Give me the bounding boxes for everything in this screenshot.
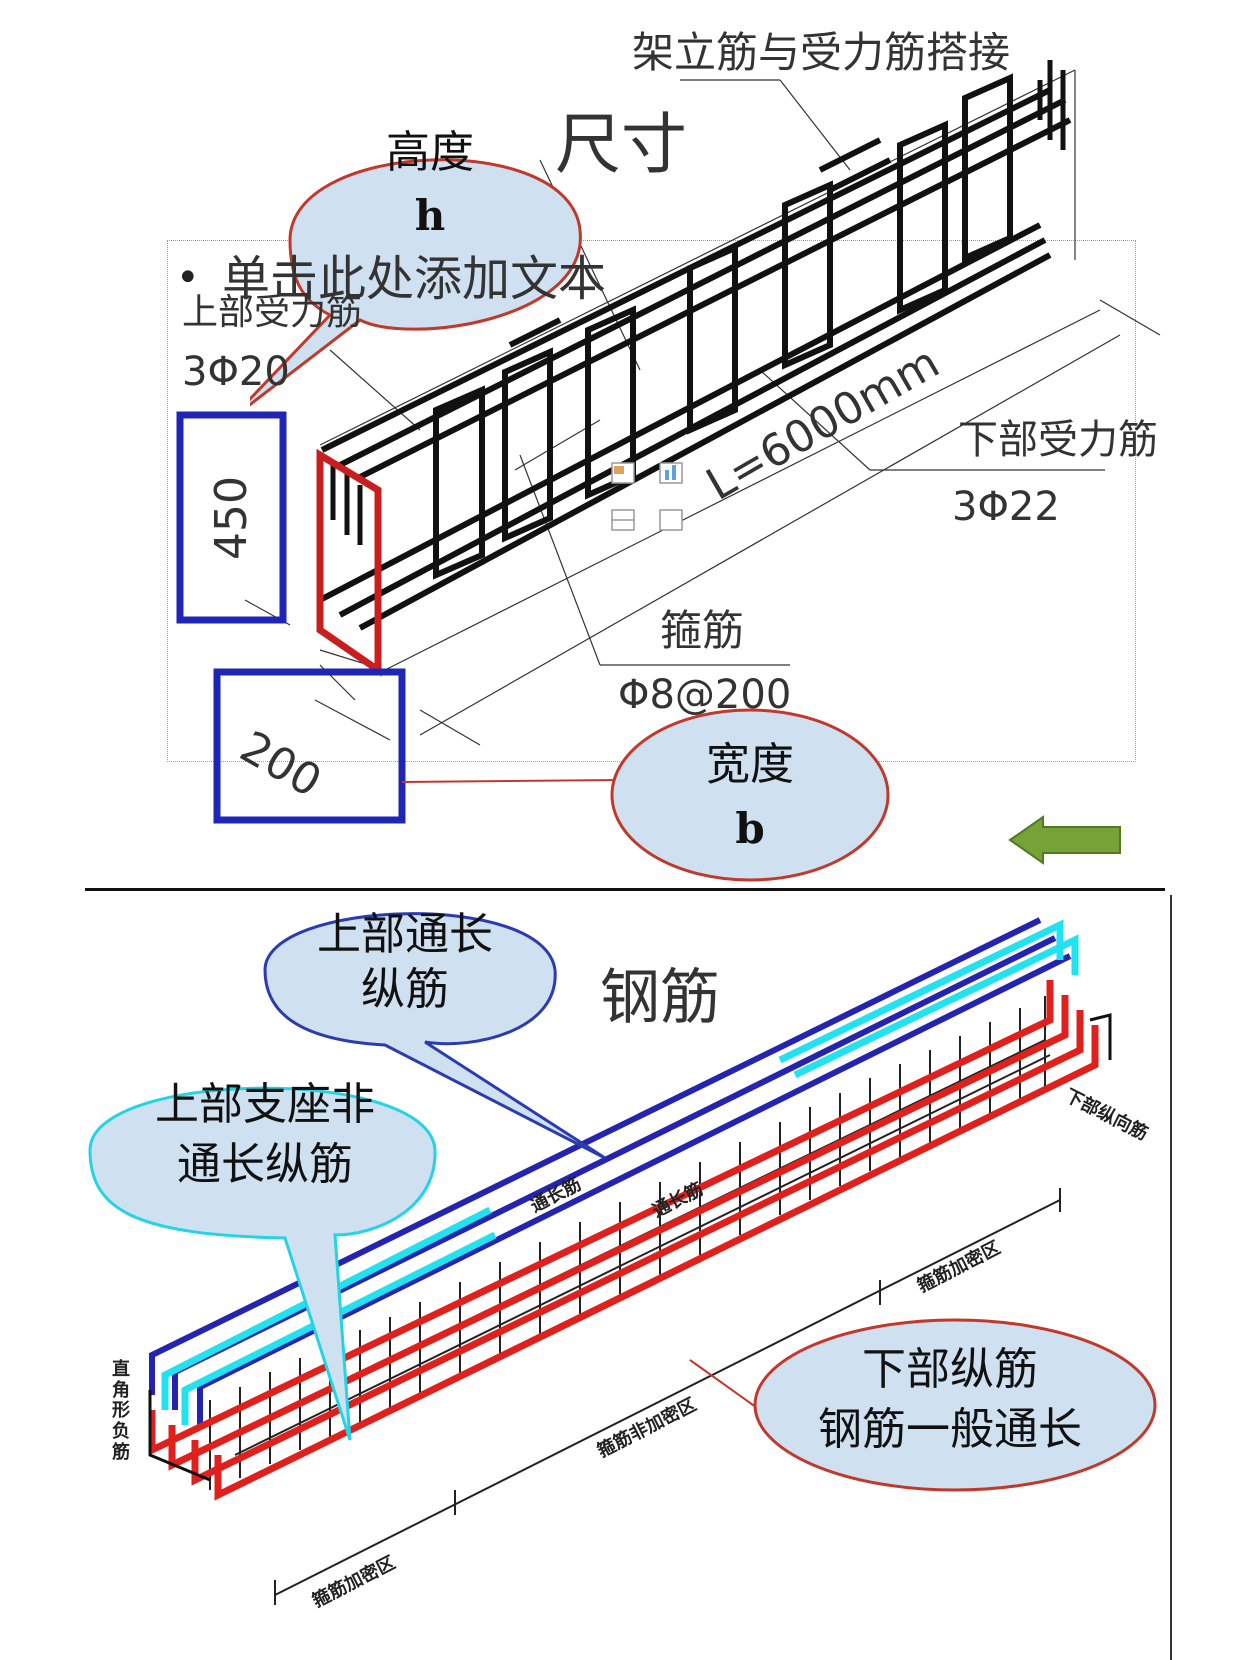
top-continuous-bubble-text2: 纵筋 (361, 964, 449, 1015)
stirrup-spec: Φ8@200 (618, 672, 792, 718)
bottom-rebar-spec: 3Φ22 (952, 484, 1060, 530)
slide-title[interactable]: 尺寸 (555, 106, 687, 183)
stirrup-label: 箍筋 (660, 606, 745, 655)
beam-rebar-cage-drawing (176, 60, 1161, 865)
figure-title: 钢筋 (600, 963, 720, 1033)
width-callout-bubble (610, 708, 890, 882)
right-edge-line (1170, 895, 1172, 1660)
top-continuous-bubble-text1: 上部通长 (317, 909, 493, 960)
bottom-bubble-text2: 钢筋一般通长 (818, 1404, 1082, 1455)
rebar-cage-3d-drawing (148, 917, 1112, 1605)
width-bubble-pointer (401, 779, 621, 783)
width-dimension-box (213, 668, 406, 824)
corner-bar-label: 直角形负筋 (112, 1359, 130, 1463)
height-dimension-value: 450 (206, 476, 257, 560)
height-callout-bubble (250, 158, 582, 407)
top-rebar-spec: 3Φ20 (182, 349, 290, 395)
section-divider (85, 888, 1165, 891)
slide-layout-icons (611, 462, 683, 531)
placeholder-text[interactable]: 单击此处添加文本 (222, 251, 607, 307)
support-bars (161, 919, 1079, 1425)
lap-label: 架立筋与受力筋搭接 (632, 28, 1011, 77)
bottom-bubble-pointer (689, 1359, 761, 1411)
bottom-callout-bubble (753, 1318, 1157, 1492)
bottom-rebar-label: 下部受力筋 (958, 417, 1158, 463)
support-bubble-text2: 通长纵筋 (177, 1139, 353, 1190)
bullet-marker: • (176, 255, 200, 301)
height-bubble-symbol: h (414, 191, 446, 240)
height-dimension-box (176, 411, 287, 624)
width-bubble-title: 宽度 (706, 739, 794, 790)
support-callout-bubble (88, 1086, 437, 1441)
bottom-bubble-text1: 下部纵筋 (862, 1344, 1038, 1395)
side-hooks (148, 1013, 1112, 1482)
top-continuous-callout-bubble (263, 912, 606, 1160)
height-bubble-title: 高度 (386, 127, 474, 178)
top-figure: 高度 h 宽度 b 尺寸 • 单击此处添加文本 架立筋与受力筋搭接 上部受力筋 … (167, 28, 1161, 882)
width-bubble-symbol: b (735, 804, 765, 853)
zone-dimension-line (274, 1188, 1061, 1605)
top-rebar-label: 上部受力筋 (182, 292, 363, 333)
left-arrow-icon (1008, 815, 1121, 865)
bottom-figure: 上部通长 纵筋 上部支座非 通长纵筋 下部纵筋 钢筋一般通长 钢筋 通长筋 通长… (0, 890, 1242, 1660)
support-bubble-text1: 上部支座非 (155, 1079, 375, 1130)
end-hooks (330, 60, 1066, 545)
bottom-bars (148, 980, 1099, 1501)
